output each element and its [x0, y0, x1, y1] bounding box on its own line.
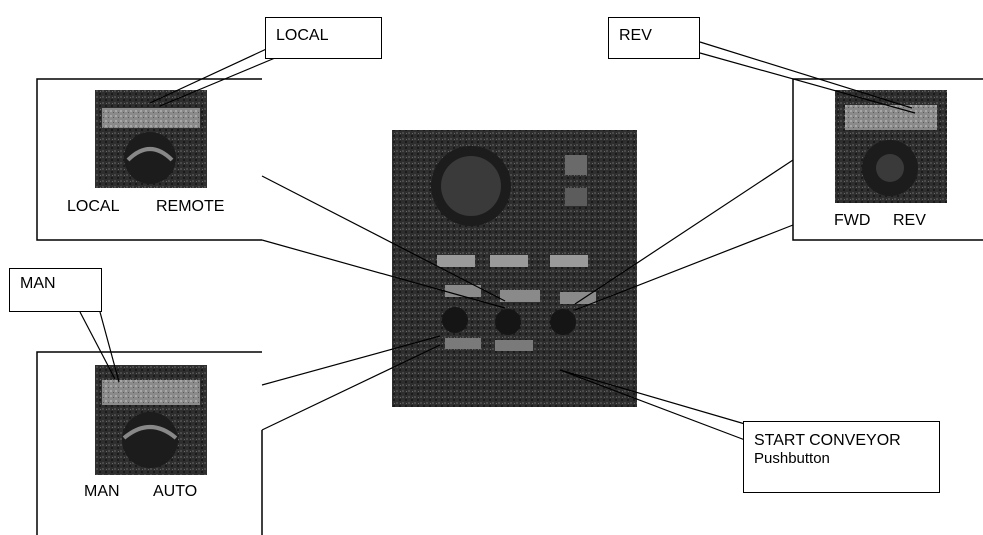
- leader-man: [79, 311, 120, 383]
- leader-local: [149, 44, 276, 107]
- local-remote-switch-photo: [95, 90, 207, 188]
- callout-local: LOCAL: [265, 17, 382, 59]
- leader-local-remote-panel: [261, 175, 506, 309]
- callout-start-conveyor: START CONVEYOR Pushbutton: [743, 421, 940, 493]
- callout-local-label: LOCAL: [276, 27, 329, 44]
- caption-remote: REMOTE: [156, 198, 225, 215]
- caption-rev: REV: [893, 212, 926, 229]
- inset-frame-fwd-rev: [792, 78, 983, 241]
- leader-start-conveyor: [559, 369, 746, 441]
- leader-fwd-rev-panel: [574, 159, 794, 311]
- control-panel-photo: [392, 130, 637, 407]
- callout-rev-label: REV: [619, 27, 652, 44]
- inset-frame-man-auto: [36, 351, 262, 535]
- callout-rev: REV: [608, 17, 700, 59]
- caption-auto: AUTO: [153, 483, 198, 500]
- leader-man-auto-panel: [261, 335, 441, 431]
- leader-rev: [699, 41, 916, 114]
- man-auto-switch-photo: [95, 365, 207, 475]
- callout-start-conveyor-subtitle: Pushbutton: [754, 450, 830, 467]
- callout-man: MAN: [9, 268, 102, 312]
- fwd-rev-switch-photo: [835, 90, 947, 203]
- caption-man: MAN: [84, 483, 120, 500]
- caption-local: LOCAL: [67, 198, 120, 215]
- callout-start-conveyor-title: START CONVEYOR: [754, 432, 901, 449]
- inset-frame-local-remote: [36, 78, 262, 241]
- caption-fwd: FWD: [834, 212, 871, 229]
- callout-man-label: MAN: [20, 275, 56, 292]
